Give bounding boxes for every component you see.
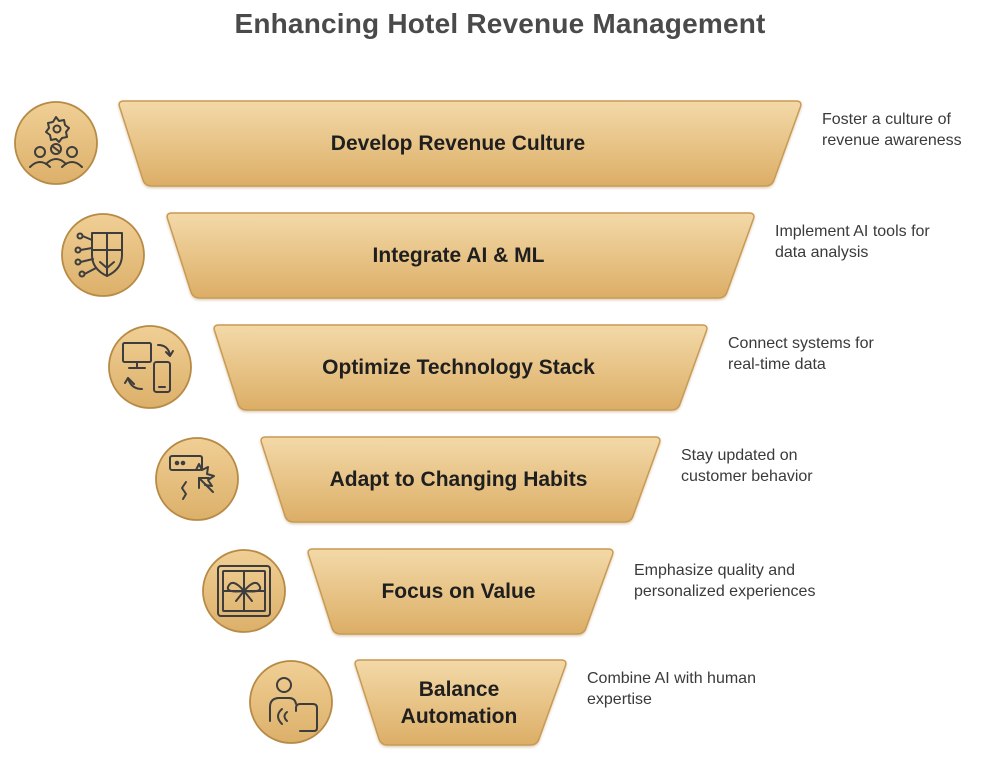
funnel-segment-4 (260, 436, 661, 523)
level-5-label: Focus on Value (381, 580, 536, 603)
icon-circle-3 (108, 325, 192, 409)
icon-circle-1 (14, 101, 98, 185)
icon-circle-6 (249, 660, 333, 744)
level-4-description: Stay updated on customer behavior (681, 447, 813, 485)
level-3-label: Optimize Technology Stack (322, 356, 595, 379)
human-touch-icon (269, 677, 318, 732)
page-title: Enhancing Hotel Revenue Management (234, 8, 766, 39)
level-6-description: Combine AI with human expertise (587, 670, 756, 708)
click-burst-icon (169, 455, 215, 500)
level-1-description: Foster a culture of revenue awareness (822, 111, 962, 149)
level-2-description: Implement AI tools for data analysis (775, 223, 930, 261)
device-sync-icon (122, 342, 174, 393)
icon-circle-4 (155, 437, 239, 521)
level-2-label: Integrate AI & ML (372, 244, 545, 267)
gift-box-icon (217, 565, 271, 617)
level-6-label: Balance Automation (400, 677, 518, 728)
level-1-label: Develop Revenue Culture (330, 132, 586, 155)
funnel-segment-1 (118, 100, 802, 187)
level-3-description: Connect systems for real-time data (728, 335, 874, 373)
funnel-segment-5 (307, 548, 614, 635)
funnel-segment-3 (213, 324, 708, 411)
level-5-description: Emphasize quality and personalized exper… (634, 562, 816, 600)
funnel-segment-6 (354, 659, 567, 746)
level-4-label: Adapt to Changing Habits (329, 468, 588, 491)
icon-circle-2 (61, 213, 145, 297)
ai-shield-circuit-icon (74, 232, 123, 278)
icon-circle-5 (202, 549, 286, 633)
funnel-segment-2 (166, 212, 755, 299)
team-gear-icon (29, 116, 83, 168)
